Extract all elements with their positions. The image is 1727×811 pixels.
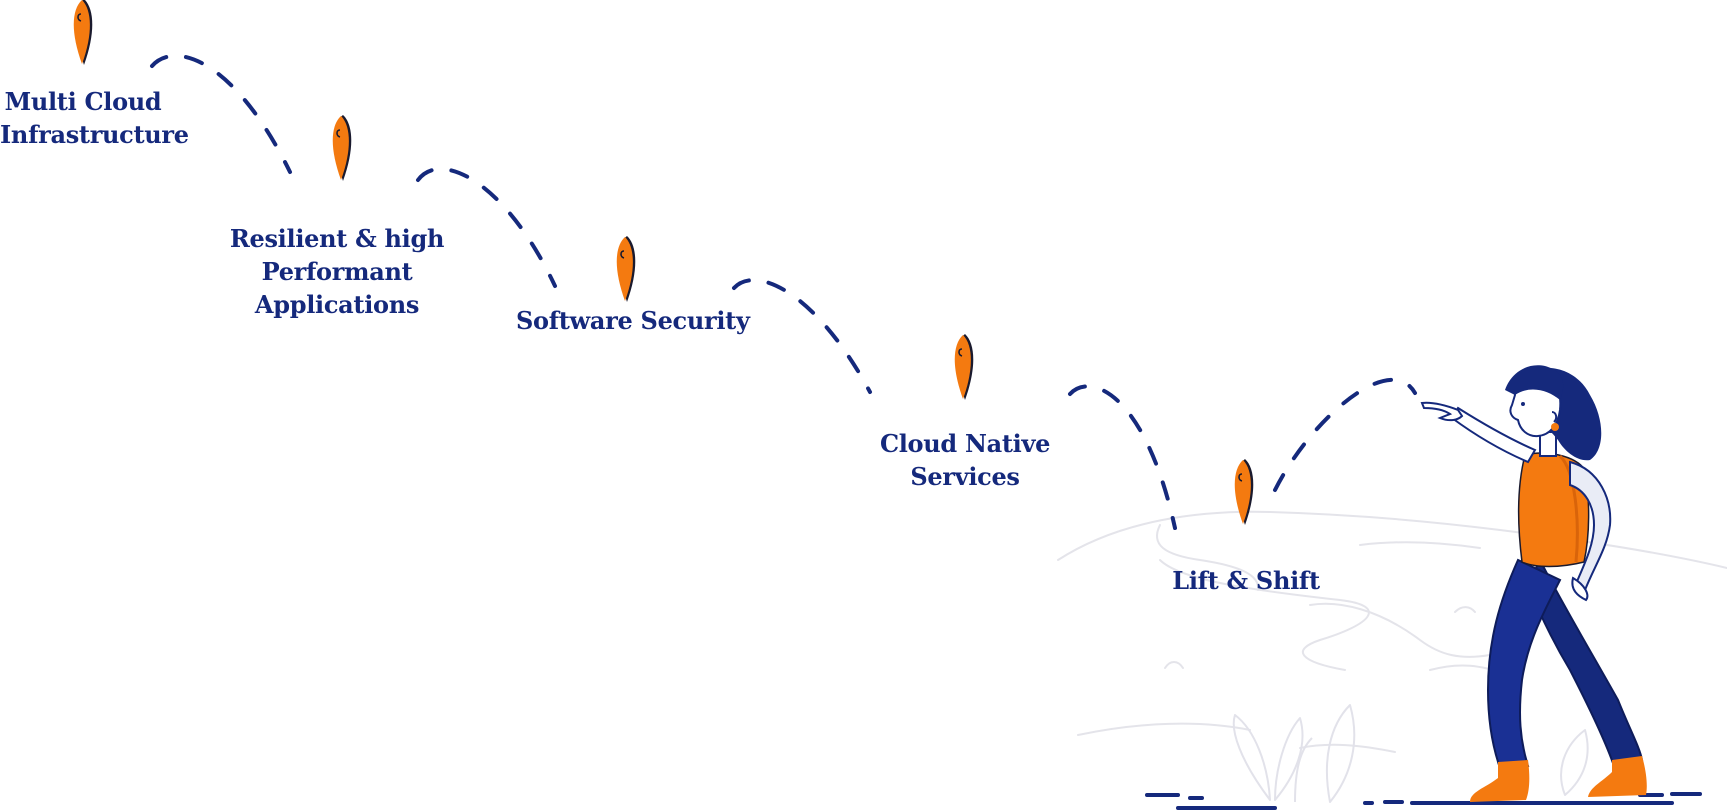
path-arc-2 xyxy=(416,167,557,288)
location-pin-icon xyxy=(954,334,974,400)
step-label-line: Software Security xyxy=(516,306,750,335)
location-pin-icon xyxy=(73,0,93,65)
location-pin-icon xyxy=(616,236,636,302)
background-plants xyxy=(1232,704,1589,803)
step-label-line: Applications xyxy=(254,290,420,319)
step-label-line: Infrastructure xyxy=(0,120,189,149)
step-label-multi-cloud: Multi Cloud Infrastructure xyxy=(0,85,189,151)
path-arc-4 xyxy=(1068,384,1177,530)
location-pin-icon xyxy=(1234,459,1254,525)
location-pin-icon xyxy=(332,115,352,181)
step-label-line: Cloud Native xyxy=(879,429,1051,458)
step-label-cloud-native-services: Cloud Native Services xyxy=(868,427,1062,493)
step-label-resilient-applications: Resilient & high Performant Applications xyxy=(226,222,448,321)
step-label-line: Lift & Shift xyxy=(1172,566,1320,595)
ground-lines xyxy=(1145,792,1702,810)
step-label-line: Resilient & high xyxy=(229,224,445,253)
step-label-line: Services xyxy=(910,462,1020,491)
path-arc-1 xyxy=(150,53,292,174)
step-label-line: Multi Cloud xyxy=(4,87,162,116)
step-label-software-security: Software Security xyxy=(516,304,750,337)
path-arc-5 xyxy=(1273,377,1417,492)
step-label-lift-and-shift: Lift & Shift xyxy=(1158,564,1334,597)
journey-path xyxy=(150,53,1417,530)
step-label-line: Performant xyxy=(261,257,413,286)
path-arc-3 xyxy=(732,278,872,394)
woman-pointing-illustration xyxy=(1420,365,1647,802)
background-landscape xyxy=(1057,510,1727,753)
